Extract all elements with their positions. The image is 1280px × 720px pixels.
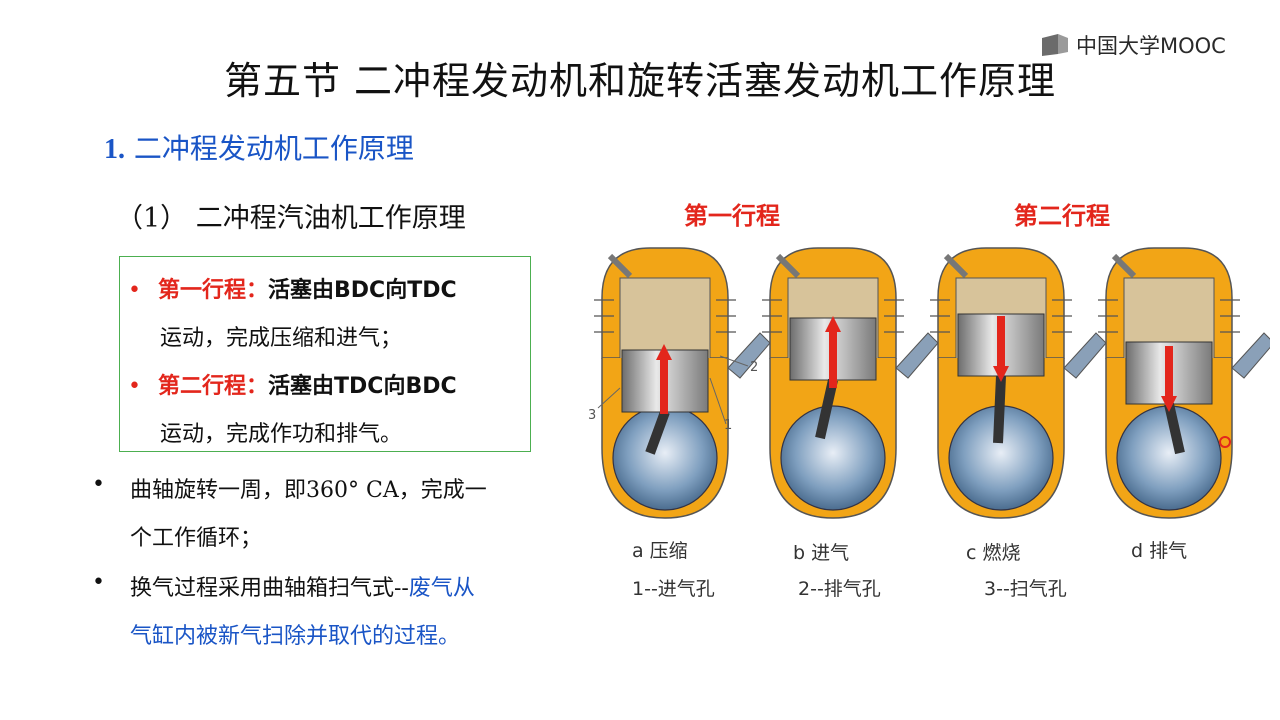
box-item-1-line-2: 运动，完成压缩和进气；: [160, 326, 403, 351]
bullet-mark: •: [92, 472, 105, 497]
pointer-dot: [1219, 436, 1231, 448]
legend-3: 3--扫气孔: [984, 578, 1067, 600]
bullet-1-line-1: 曲轴旋转一周，即360° CA，完成一: [130, 478, 487, 503]
caption-a: a 压缩: [632, 540, 688, 562]
mooc-logo: 中国大学MOOC: [1040, 30, 1226, 60]
logo-text: 中国大学MOOC: [1076, 34, 1226, 58]
box-item-1-label: 第一行程：: [157, 278, 268, 303]
box-item-1-bdc: BDC: [334, 278, 386, 303]
box-item-1-tdc: TDC: [407, 278, 457, 303]
mooc-logo-icon: [1042, 34, 1068, 56]
legend-2: 2--排气孔: [798, 578, 881, 600]
box-item-1-line-1: • 第一行程：活塞由BDC向TDC: [128, 272, 457, 304]
caption-b: b 进气: [793, 542, 850, 564]
stroke-definition-box: [119, 256, 531, 452]
bullet-2-line-1: 换气过程采用曲轴箱扫气式--废气从: [130, 570, 475, 602]
section-text: 二冲程发动机工作原理: [133, 132, 414, 165]
stroke-1-heading: 第一行程: [684, 202, 780, 230]
box-item-2-bdc: BDC: [405, 374, 457, 399]
caption-c: c 燃烧: [966, 542, 1021, 564]
bullet-2-black-text: 换气过程采用曲轴箱扫气式--: [130, 576, 409, 601]
box-item-2-mid: 向: [383, 374, 406, 399]
engine-b-intake: [762, 248, 938, 518]
bullet-mark: •: [92, 570, 105, 595]
two-stroke-engine-figure: [580, 238, 1270, 530]
box-item-1-text: 活塞由: [268, 278, 335, 303]
box-item-2-label: 第二行程：: [157, 374, 268, 399]
subsection-heading: （1） 二冲程汽油机工作原理: [116, 203, 466, 234]
section-number: 1.: [104, 134, 125, 165]
legend-1: 1--进气孔: [632, 578, 715, 600]
part-number-2: 2: [750, 360, 759, 375]
box-item-2-line-1: • 第二行程：活塞由TDC向BDC: [128, 368, 457, 400]
engine-a-compression: [594, 248, 770, 518]
section-heading: 1. 二冲程发动机工作原理: [104, 127, 414, 167]
caption-d: d 排气: [1131, 540, 1188, 562]
part-number-3: 3: [588, 408, 597, 423]
engine-d-exhaust: [1098, 248, 1270, 518]
box-bullet: •: [128, 374, 141, 399]
box-item-2-text: 活塞由: [268, 374, 335, 399]
slide-title: 第五节 二冲程发动机和旋转活塞发动机工作原理: [223, 59, 1057, 103]
box-item-1-mid: 向: [385, 278, 408, 303]
bullet-2-line-2: 气缸内被新气扫除并取代的过程。: [130, 624, 461, 649]
box-item-2-tdc: TDC: [334, 374, 384, 399]
stroke-2-heading: 第二行程: [1014, 202, 1110, 230]
box-item-2-line-2: 运动，完成作功和排气。: [160, 422, 403, 447]
bullet-2-blue-text: 废气从: [408, 576, 475, 601]
bullet-1-line-2: 个工作循环；: [130, 526, 263, 551]
part-number-1: 1: [724, 418, 733, 433]
box-bullet: •: [128, 278, 141, 303]
engine-c-combustion: [930, 248, 1106, 518]
